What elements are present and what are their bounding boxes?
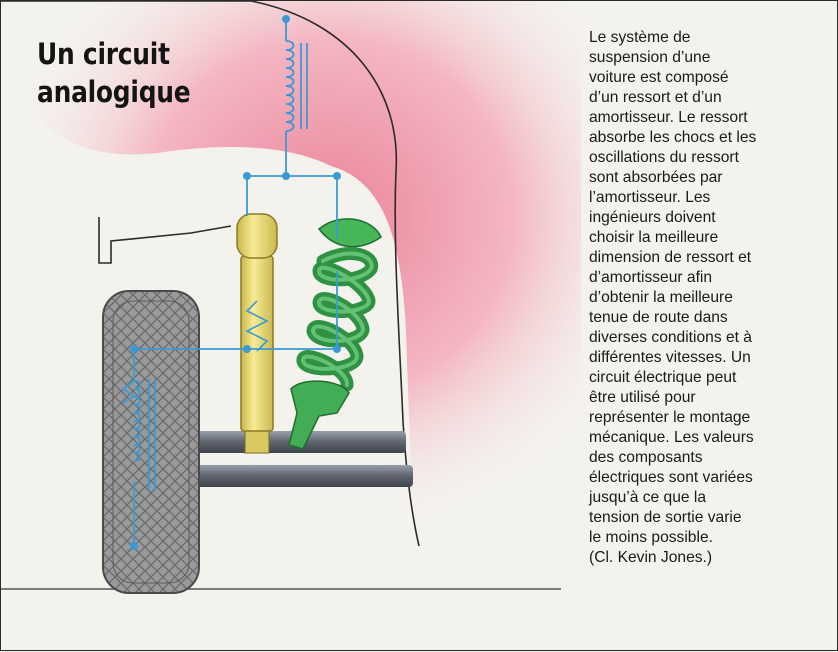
caption-line: être utilisé pour <box>589 388 829 408</box>
caption-line: absorbe les chocs et les <box>589 128 829 148</box>
caption-line: sont absorbées par <box>589 168 829 188</box>
coil-spring <box>289 219 381 449</box>
caption-line: l’amortisseur. Les <box>589 188 829 208</box>
caption-line: circuit électrique peut <box>589 368 829 388</box>
caption-line: suspension d’une <box>589 48 829 68</box>
caption-line: oscillations du ressort <box>589 148 829 168</box>
caption-line: diverses conditions et à <box>589 328 829 348</box>
caption-line: différentes vitesses. Un <box>589 348 829 368</box>
caption-line: électriques sont variées <box>589 468 829 488</box>
diagram-title-line-1: Un circuit <box>37 35 190 73</box>
caption-line: tension de sortie varie <box>589 508 829 528</box>
caption-line: jusqu’à ce que la <box>589 488 829 508</box>
caption-line: amortisseur. Le ressort <box>589 108 829 128</box>
caption-line: ingénieurs doivent <box>589 208 829 228</box>
caption-line: voiture est composé <box>589 68 829 88</box>
caption-line: représenter le montage <box>589 408 829 428</box>
caption-line: d’obtenir la meilleure <box>589 288 829 308</box>
diagram-title: Un circuit analogique <box>37 35 190 111</box>
caption-line: d’un ressort et d’un <box>589 88 829 108</box>
wheel <box>103 291 199 593</box>
caption-line: d’amortisseur afin <box>589 268 829 288</box>
caption-line: choisir la meilleure <box>589 228 829 248</box>
caption-text: Le système de suspension d’une voiture e… <box>589 28 829 568</box>
shock-absorber <box>237 214 277 453</box>
caption-line: le moins possible. <box>589 528 829 548</box>
caption-line: des composants <box>589 448 829 468</box>
caption-line: dimension de ressort et <box>589 248 829 268</box>
caption-line: tenue de route dans <box>589 308 829 328</box>
caption-credit: (Cl. Kevin Jones.) <box>589 548 829 568</box>
diagram-title-line-2: analogique <box>37 73 190 111</box>
caption-line: mécanique. Les valeurs <box>589 428 829 448</box>
caption-line: Le système de <box>589 28 829 48</box>
